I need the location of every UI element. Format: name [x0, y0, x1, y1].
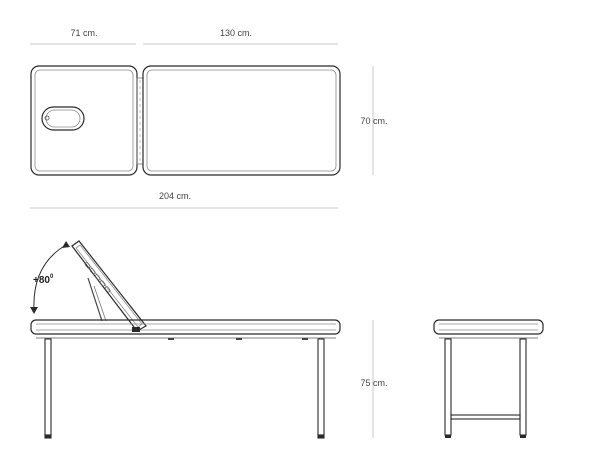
side-tabletop	[30, 319, 341, 340]
total-length-label: 204 cm.	[159, 191, 191, 201]
end-view	[433, 319, 544, 438]
width-label: 70 cm.	[360, 116, 387, 126]
end-leg-right	[519, 338, 527, 436]
head-section-top	[30, 65, 138, 176]
body-length-label: 130 cm.	[220, 28, 252, 38]
angle-value: +80	[33, 275, 50, 286]
raised-backrest	[71, 240, 147, 332]
angle-arrow-top	[62, 241, 70, 248]
backrest-angle-label: +800	[33, 274, 54, 286]
face-hole	[41, 106, 85, 131]
side-leg-left	[44, 338, 52, 436]
height-label: 75 cm.	[360, 378, 387, 388]
end-leg-left	[444, 338, 452, 436]
top-view: 71 cm. 130 cm. 70 cm. 204 cm.	[30, 28, 388, 209]
hinge-top	[136, 77, 144, 165]
head-length-label: 71 cm.	[70, 28, 97, 38]
angle-arc	[33, 244, 67, 311]
angle-arrow-bottom	[30, 307, 38, 314]
backrest-ratchet	[84, 262, 111, 293]
side-leg-right	[317, 338, 325, 436]
backrest-strut	[87, 277, 103, 322]
body-section-top	[142, 65, 341, 176]
angle-degree-mark: 0	[50, 274, 54, 280]
end-crossbar	[450, 414, 521, 420]
side-legs	[44, 338, 325, 439]
end-tabletop	[433, 319, 544, 335]
side-view: +800	[30, 240, 388, 439]
